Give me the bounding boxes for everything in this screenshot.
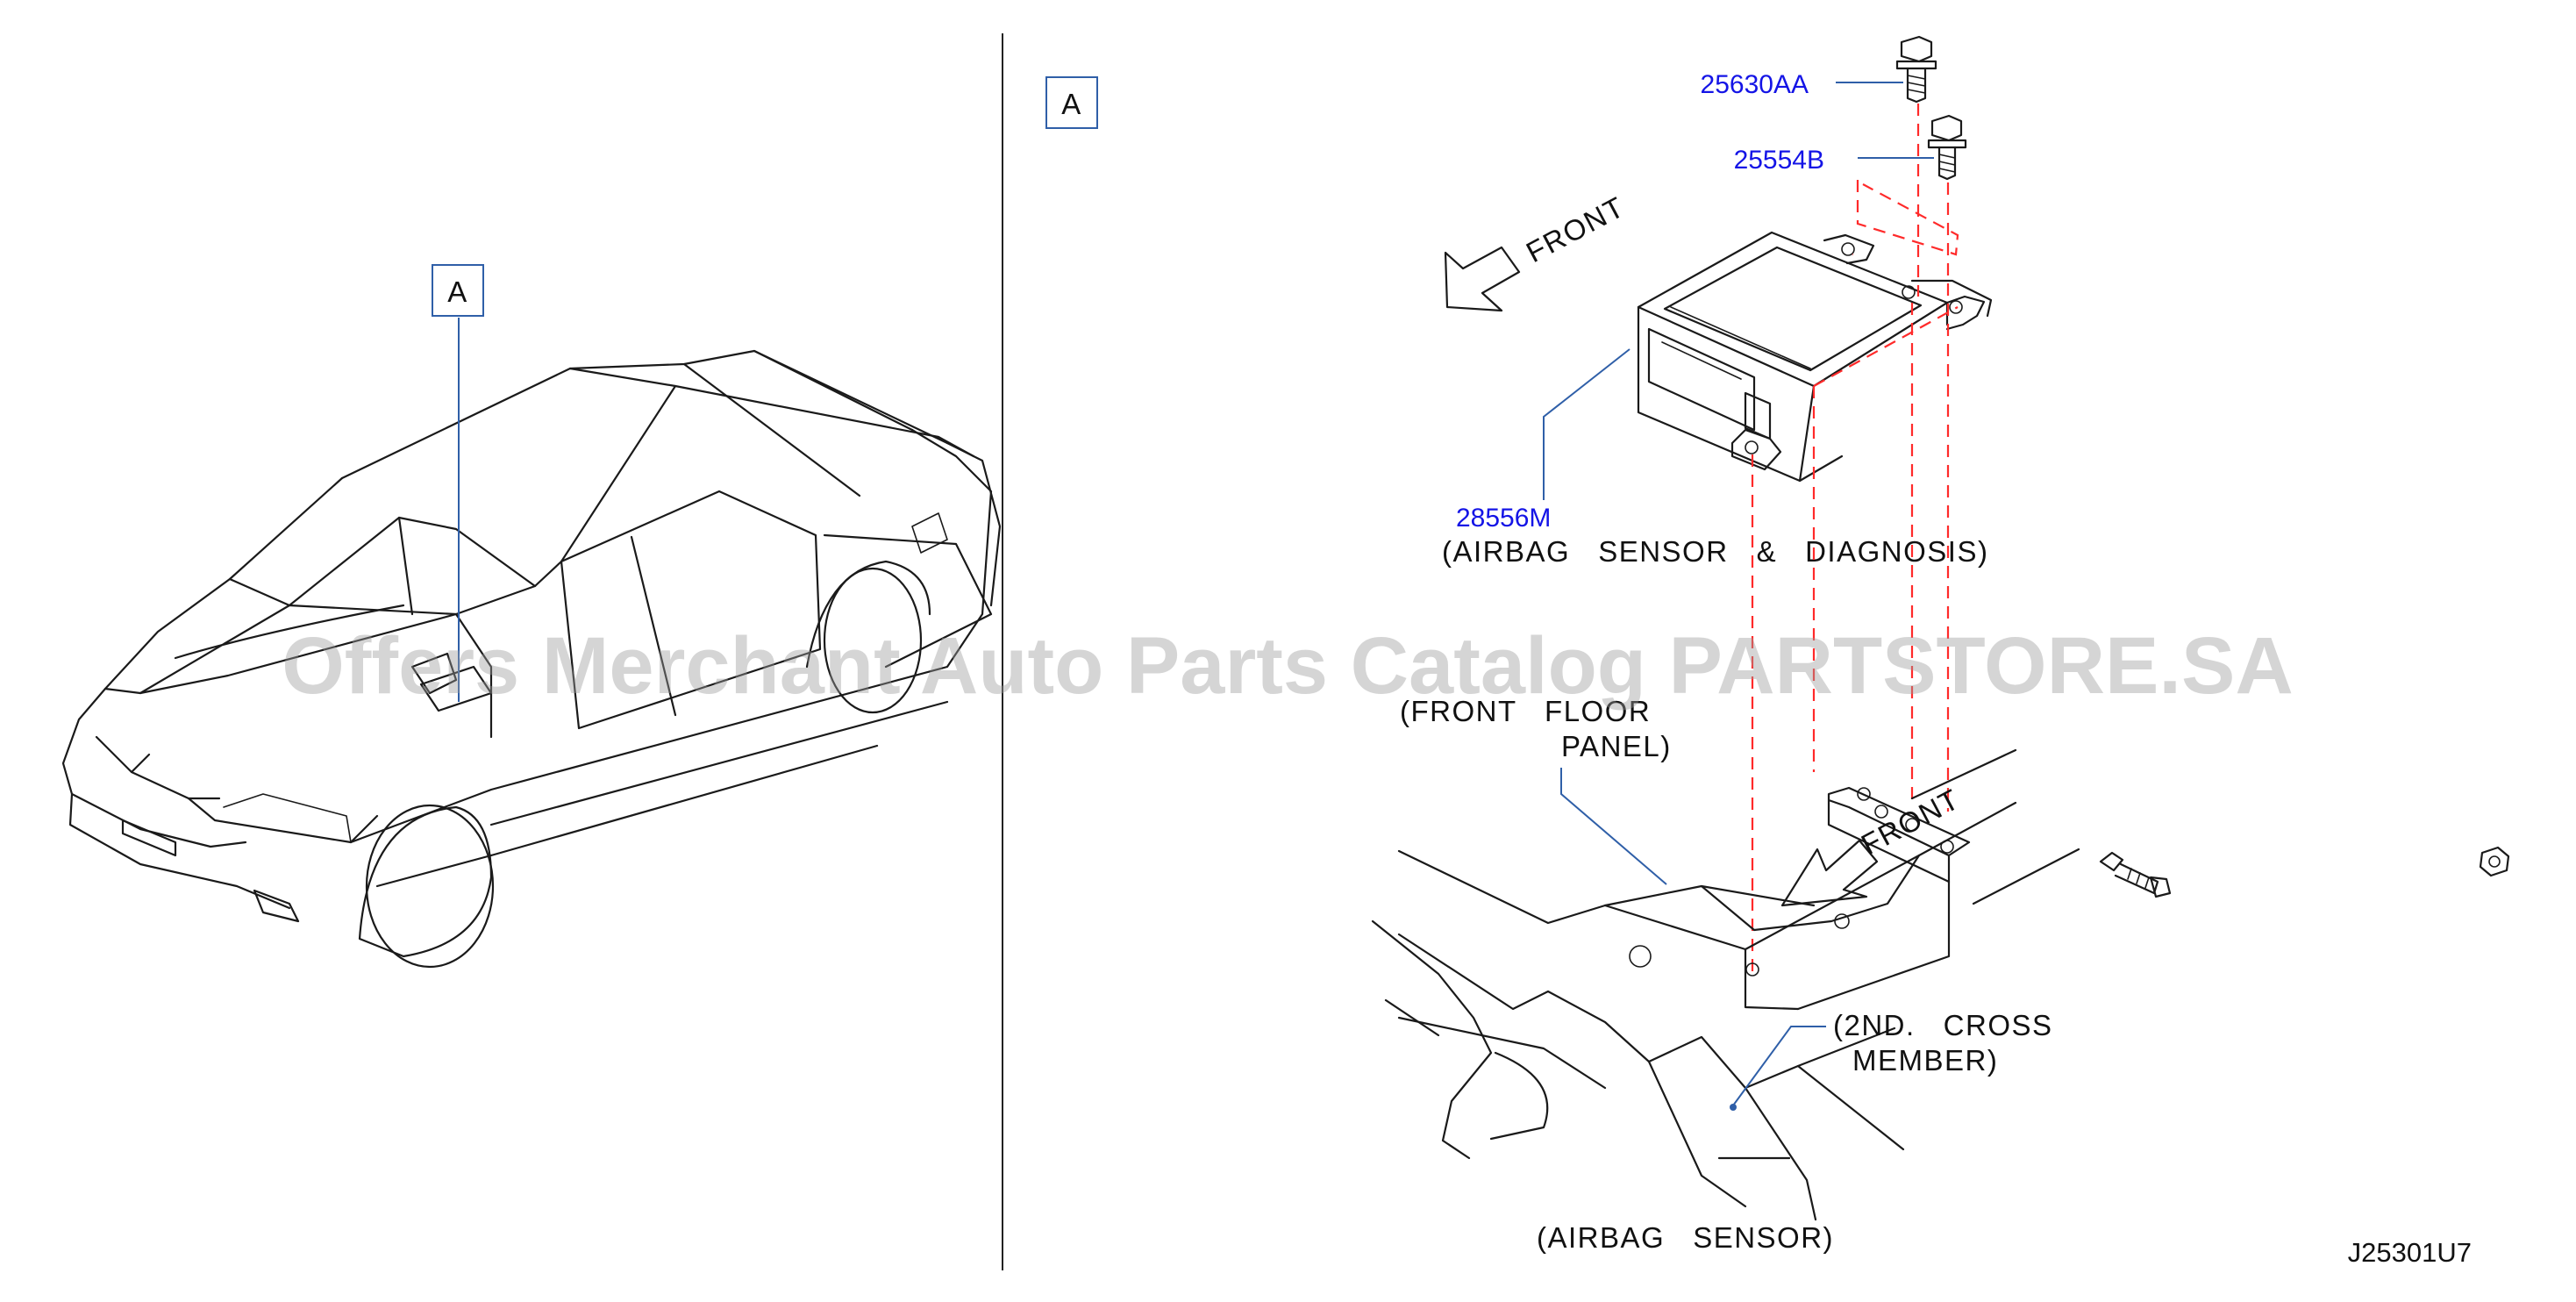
diagram-title: (AIRBAG SENSOR) [1537,1221,1834,1254]
diagram-code: J25301U7 [2348,1237,2472,1268]
front-arrow-lower: FRONT [1780,783,1965,907]
bolt-25554b [1927,114,1967,181]
sensor-description: (AIRBAG SENSOR & DIAGNOSIS) [1442,535,1988,568]
cross-member-label-1: (2ND. CROSS [1833,1009,2053,1041]
view-ref-label: A [447,275,468,308]
front-label-upper: FRONT [1521,190,1630,269]
floor-panel-label-1: (FRONT FLOOR [1400,695,1651,727]
detail-ref-label: A [1061,88,1082,120]
part-number-bolt-lower[interactable]: 25554B [1734,146,1824,175]
airbag-sensor-module [1637,231,1993,483]
part-number-bolt-upper[interactable]: 25630AA [1701,70,1809,99]
loose-bolt [2099,851,2172,898]
floor-panel-assembly [1371,748,2080,1221]
view-ref-callout: A [432,264,484,702]
part-number-sensor[interactable]: 28556M [1456,504,1551,533]
floor-panel-label-2: PANEL) [1561,730,1672,762]
watermark-text: Offers Merchant Auto Parts Catalog PARTS… [282,621,2294,711]
alignment-guides [1751,104,1959,974]
car-illustration [61,349,1002,969]
loose-nut [2479,846,2510,877]
bolt-25630aa [1895,35,1937,104]
cross-member-label-2: MEMBER) [1852,1044,1998,1077]
front-arrow-upper: FRONT [1444,190,1630,312]
front-label-lower: FRONT [1856,783,1965,862]
detail-ref-callout: A [1045,76,1098,129]
